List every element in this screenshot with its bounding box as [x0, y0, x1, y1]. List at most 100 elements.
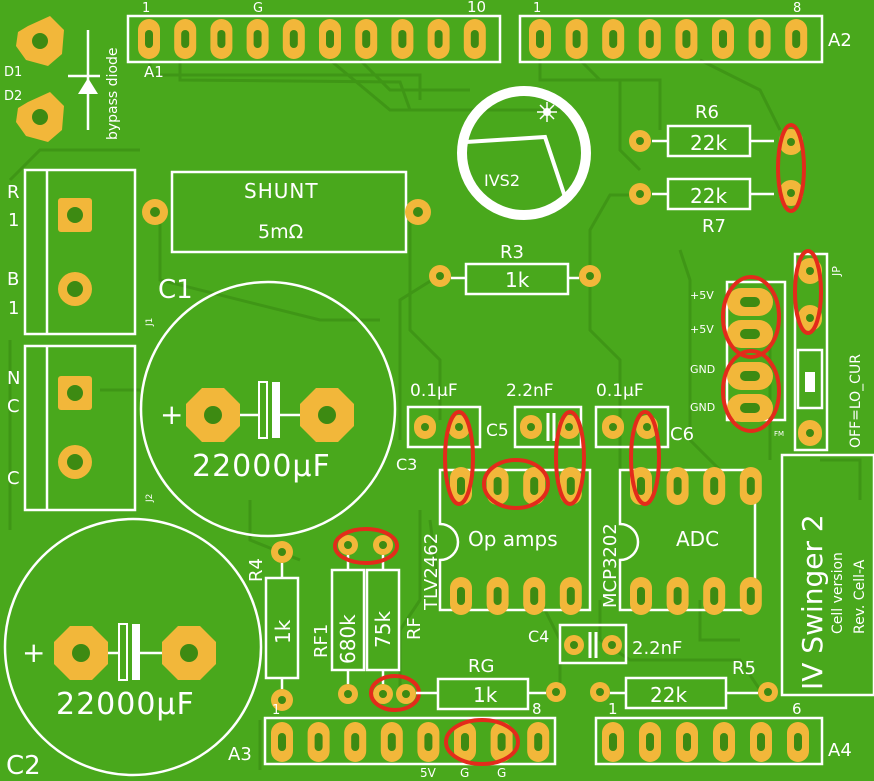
b1-digit: 1	[8, 298, 19, 319]
a2-pin-last-label: 8	[793, 1, 801, 16]
resistor-r3: R3 1k	[429, 242, 601, 296]
a4-pin-pad-hole	[720, 733, 728, 751]
rf-value: 75k	[371, 611, 395, 648]
a4-pin-pad-hole	[646, 733, 654, 751]
header-a3: 1 8 A3 5V G G	[228, 700, 557, 780]
adc-function-label: ADC	[676, 527, 719, 551]
terminal-j2: N C C J2	[7, 344, 155, 512]
adc-pin-pad-hole	[637, 587, 645, 605]
power-connector: +5V +5V GND GND FM	[690, 275, 787, 438]
opamp-part-label: TLV2462	[421, 533, 442, 611]
a3-5v-label: 5V	[420, 766, 437, 780]
a3-pin-pad-hole	[424, 733, 433, 751]
opamp-pin-pad-hole	[566, 477, 575, 495]
shunt-value: 5mΩ	[258, 221, 303, 243]
r1-letter: R	[7, 182, 20, 203]
r6-r7-pads	[776, 123, 806, 213]
r4-value: 1k	[271, 619, 295, 644]
sun-icon	[537, 102, 557, 122]
gnd-1-label: GND	[690, 363, 715, 376]
title-main: IV Swinger 2	[796, 514, 829, 690]
shunt-title: SHUNT	[244, 179, 319, 203]
opamp-function-label: Op amps	[468, 527, 558, 551]
c3-label: C3	[396, 455, 417, 474]
resistor-r6: R6 22k	[629, 102, 774, 158]
r5-label: R5	[732, 658, 756, 679]
jumper-jp: JP OFF=LO_CUR	[793, 249, 864, 452]
opamp-pin-pad-hole	[457, 477, 465, 495]
title-block: IV Swinger 2 Cell version Rev. Cell-A	[780, 453, 874, 697]
j2-label: J2	[145, 494, 155, 503]
a3-pin-pad-hole	[534, 733, 543, 751]
ivs2-label: IVS2	[484, 171, 520, 190]
a1-pin-pad-hole	[326, 30, 334, 48]
highlight-marks-ic	[443, 410, 661, 510]
r5-value: 22k	[650, 683, 687, 707]
ic-mcp3202: MCP3202 ADC	[600, 467, 762, 615]
adc-pin-pad-hole	[673, 477, 682, 495]
a1-pin-pad-hole	[181, 30, 190, 48]
adc-pin-pad-hole	[746, 477, 755, 495]
c2-plus: +	[22, 636, 45, 669]
c2-label: C2	[6, 751, 41, 781]
resistor-r7: 22k R7	[629, 177, 774, 237]
off-lo-cur-label: OFF=LO_CUR	[848, 354, 864, 448]
opamp-pin-pad-hole	[566, 587, 575, 605]
adc-pin-pad-hole	[710, 587, 719, 605]
adc-pin-pad-hole	[673, 587, 682, 605]
bypass-diode: D1 D2 bypass diode	[4, 16, 121, 142]
a2-pin-pad-hole	[755, 30, 764, 48]
a2-pin-pad-hole	[572, 30, 581, 48]
a2-pin-pad-hole	[682, 30, 691, 48]
rf1-value: 680k	[336, 614, 360, 664]
a3-g2-label: G	[497, 766, 506, 780]
nc-n-letter: N	[7, 368, 20, 389]
c5-value: 2.2nF	[506, 381, 554, 401]
a1-pin-g-label: G	[253, 1, 263, 16]
opamp-pin-pad-hole	[530, 477, 539, 495]
c-letter: C	[7, 468, 20, 489]
capacitor-c1: + 22000µF C1	[139, 275, 397, 538]
header-a4: 1 6 A4	[594, 700, 852, 766]
capacitor-c3: 0.1µF C3	[396, 381, 482, 474]
rf-label: RF	[404, 617, 425, 640]
shunt-resistor: SHUNT 5mΩ	[142, 170, 431, 254]
resistor-rf1: RF1 680k	[311, 535, 366, 704]
c1-value: 22000µF	[192, 449, 331, 484]
sensor-ivs2: IVS2	[457, 86, 591, 220]
a3-pin-pad-hole	[461, 733, 469, 751]
a4-pin-first-label: 1	[608, 700, 618, 718]
opamp-pin-pad-hole	[530, 587, 539, 605]
copper-traces	[8, 40, 862, 770]
title-sub1: Cell version	[830, 552, 846, 634]
a2-pin-pad-hole	[645, 30, 654, 48]
plus5v-1-label: +5V	[690, 289, 714, 302]
jp-label: JP	[830, 266, 843, 277]
b1-letter: B	[7, 269, 19, 290]
bypass-diode-label: bypass diode	[105, 47, 121, 140]
d1-label: D1	[4, 65, 22, 80]
a4-pin-pad-hole	[683, 733, 691, 751]
a2-pin-first-label: 1	[533, 1, 541, 16]
adc-part-label: MCP3202	[600, 523, 621, 608]
a2-pin-pad-hole	[792, 30, 801, 48]
a4-pin-pad-hole	[794, 733, 802, 751]
a3-pin-pad-hole	[314, 733, 323, 751]
a2-pin-pad-hole	[536, 30, 544, 48]
capacitor-c5: 2.2nF C5	[486, 381, 583, 449]
a3-g1-label: G	[460, 766, 469, 780]
adc-pin-pad-hole	[710, 477, 719, 495]
c1-label: C1	[158, 275, 193, 305]
a1-pin-pad-hole	[434, 30, 443, 48]
adc-pin-pad-hole	[746, 587, 755, 605]
a3-label: A3	[228, 744, 252, 765]
a3-pin-first-label: 1	[272, 703, 280, 718]
a2-pin-pad-hole	[719, 30, 727, 48]
a4-pin-pad-hole	[609, 733, 617, 751]
a4-pin-last-label: 6	[792, 700, 802, 718]
c4-label: C4	[528, 627, 549, 646]
c2-value: 22000µF	[56, 687, 195, 722]
j1-label: J1	[145, 318, 155, 327]
